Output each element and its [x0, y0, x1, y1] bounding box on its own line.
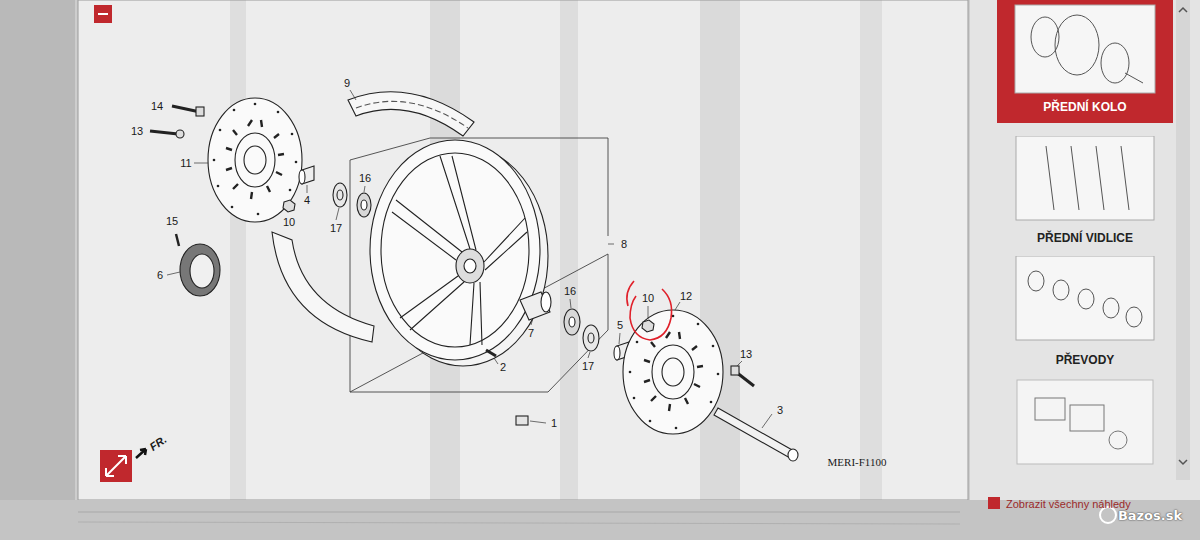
callout-number: 13 — [740, 349, 752, 360]
expand-icon — [106, 456, 126, 476]
exploded-view — [150, 90, 798, 461]
side-band — [0, 0, 75, 540]
red-pen-circle — [630, 289, 672, 340]
sidebar — [970, 0, 1200, 500]
thumbnail-title: PŘEDNÍ KOLO — [997, 101, 1173, 113]
callout-number: 1 — [551, 418, 557, 429]
direction-arrow — [136, 449, 146, 458]
callout-number: 14 — [151, 101, 163, 112]
close-icon — [98, 13, 108, 15]
moire — [230, 0, 882, 500]
callout-number: 12 — [680, 291, 692, 302]
callout-number: 11 — [180, 158, 191, 169]
scroll-arrow — [1179, 8, 1187, 464]
link-icon — [988, 497, 1000, 509]
selected-thumbnail: PŘEDNÍ KOLO — [997, 0, 1173, 123]
callout-number: 15 — [166, 216, 178, 227]
callout-number: 5 — [617, 320, 623, 331]
drawing-code: MERI-F1100 — [828, 456, 887, 468]
callout-number: 9 — [344, 78, 350, 89]
thumbnail-title: PŘEDNÍ VIDLICE — [1015, 232, 1155, 244]
link-text: Zobrazit všechny náhledy — [1006, 498, 1131, 510]
callout-number: 6 — [157, 270, 163, 281]
thumbnail-card: PŘEVODY — [1015, 256, 1155, 368]
callout-number: 17 — [582, 361, 594, 372]
callout-number: 2 — [500, 362, 506, 373]
callout-number: 10 — [283, 217, 295, 228]
scrollbar — [1176, 0, 1190, 480]
thumbnail — [1017, 380, 1153, 464]
red-pen-stroke — [627, 281, 634, 306]
callout-number: 16 — [564, 286, 576, 297]
callout-number: 7 — [528, 328, 534, 339]
watermark: Bazos.sk — [1118, 508, 1182, 523]
thumbnail-card: PŘEDNÍ VIDLICE — [1015, 136, 1155, 248]
page-edge — [78, 522, 960, 524]
thumbnail-image — [1015, 256, 1155, 368]
callout-number: 8 — [621, 239, 627, 250]
callout-number: 13 — [131, 126, 143, 137]
thumbnail-title: PŘEVODY — [1015, 354, 1155, 366]
callout-number: 4 — [304, 195, 310, 206]
callout-number: 3 — [777, 405, 783, 416]
page-edge — [78, 512, 960, 513]
callout-number: 16 — [359, 173, 371, 184]
callout-number: 10 — [642, 293, 654, 304]
expand-icon — [100, 450, 132, 482]
close-icon — [94, 5, 112, 23]
callout-number: 17 — [330, 223, 342, 234]
page-panel — [78, 0, 968, 500]
thumbnail-sketch — [1035, 398, 1127, 449]
